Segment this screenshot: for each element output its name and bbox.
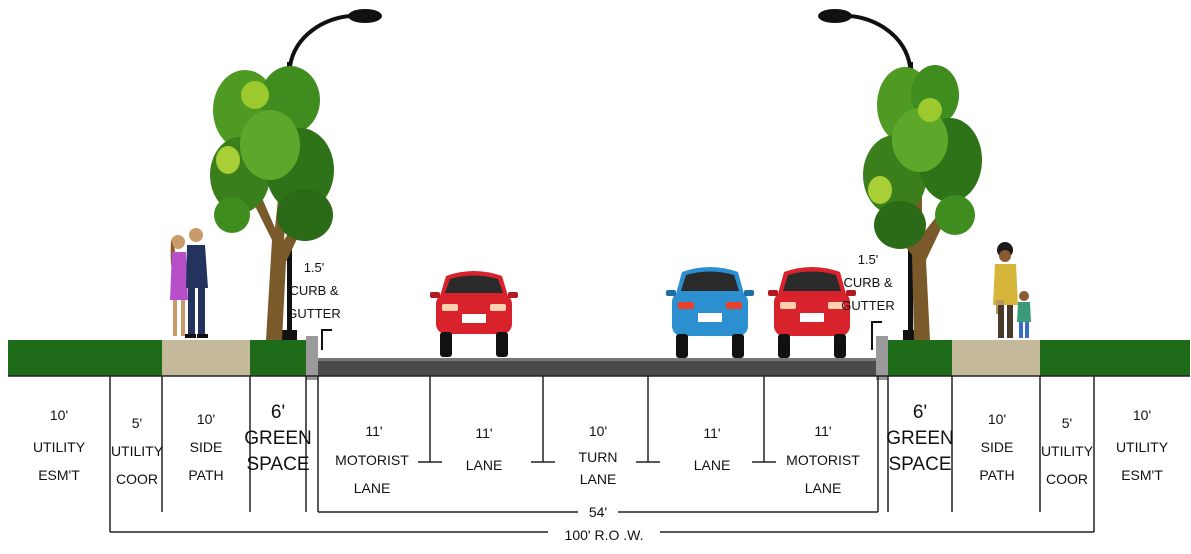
right-utility-coor-label: 5' UTILITY COOR	[1041, 415, 1094, 487]
right-side-path-surface	[952, 340, 1040, 376]
svg-text:CURB &: CURB &	[843, 275, 892, 290]
svg-text:6': 6'	[271, 402, 285, 423]
right-motorist-lane-label: 11' MOTORIST LANE	[786, 423, 860, 496]
svg-text:11': 11'	[475, 425, 492, 441]
right-green-space-label: 6' GREEN SPACE	[886, 402, 954, 475]
left-utility-coor-label: 5' UTILITY COOR	[111, 415, 164, 487]
road-surface	[318, 360, 878, 376]
left-lane-label: 11' LANE	[466, 425, 503, 473]
svg-text:LANE: LANE	[805, 480, 842, 496]
svg-text:11': 11'	[703, 425, 720, 441]
svg-text:10': 10'	[589, 423, 607, 439]
tree-icon	[210, 66, 334, 340]
svg-text:UTILITY: UTILITY	[1116, 439, 1169, 455]
left-side-path-label: 10' SIDE PATH	[188, 411, 223, 483]
red-car-icon	[768, 267, 856, 358]
svg-text:10': 10'	[988, 411, 1006, 427]
svg-text:UTILITY: UTILITY	[1041, 443, 1094, 459]
svg-text:UTILITY: UTILITY	[111, 443, 164, 459]
pavement-width-label: 54'	[589, 504, 607, 520]
svg-text:SIDE: SIDE	[190, 439, 223, 455]
row-width-label: 100' R.O .W.	[565, 527, 644, 543]
svg-text:5': 5'	[1062, 415, 1072, 431]
svg-text:SPACE: SPACE	[246, 454, 309, 475]
svg-text:6': 6'	[913, 402, 927, 423]
svg-text:PATH: PATH	[979, 467, 1014, 483]
svg-text:MOTORIST: MOTORIST	[335, 452, 409, 468]
right-green-space-grass	[888, 340, 952, 376]
left-curb-label: 1.5' CURB & GUTTER	[287, 260, 340, 321]
couple-walking-icon	[170, 228, 208, 338]
road-edge	[318, 358, 878, 361]
svg-text:11': 11'	[814, 423, 831, 439]
svg-text:COOR: COOR	[116, 471, 158, 487]
svg-text:UTILITY: UTILITY	[33, 439, 86, 455]
curb-callouts	[321, 321, 882, 350]
parent-child-icon	[993, 242, 1031, 338]
svg-text:LANE: LANE	[354, 480, 391, 496]
svg-text:LANE: LANE	[580, 471, 617, 487]
ground	[8, 336, 1190, 380]
svg-text:10': 10'	[1133, 407, 1151, 423]
svg-text:1.5': 1.5'	[858, 252, 879, 267]
svg-text:ESM'T: ESM'T	[1121, 467, 1163, 483]
svg-text:TURN: TURN	[579, 449, 618, 465]
svg-text:10': 10'	[197, 411, 215, 427]
right-side-path-label: 10' SIDE PATH	[979, 411, 1014, 483]
left-utility-esmt-label: 10' UTILITY ESM'T	[33, 407, 86, 483]
svg-text:10': 10'	[50, 407, 68, 423]
left-side-path-surface	[162, 340, 250, 376]
left-green-space-grass	[250, 340, 308, 376]
svg-text:11': 11'	[365, 423, 382, 439]
svg-text:GREEN: GREEN	[244, 428, 312, 449]
svg-text:SIDE: SIDE	[981, 439, 1014, 455]
tree-icon	[863, 65, 982, 340]
right-curb-label: 1.5' CURB & GUTTER	[841, 252, 894, 313]
svg-text:CURB &: CURB &	[289, 283, 338, 298]
left-curb-block	[306, 336, 318, 380]
svg-text:GUTTER: GUTTER	[287, 306, 340, 321]
svg-text:LANE: LANE	[466, 457, 503, 473]
blue-car-icon	[666, 267, 754, 358]
turn-lane-label: 10' TURN LANE	[579, 423, 618, 487]
svg-text:SPACE: SPACE	[888, 454, 951, 475]
svg-text:ESM'T: ESM'T	[38, 467, 80, 483]
left-utility-grass	[8, 340, 162, 376]
left-green-space-label: 6' GREEN SPACE	[244, 402, 312, 475]
right-curb-block	[876, 336, 888, 380]
svg-text:LANE: LANE	[694, 457, 731, 473]
svg-text:MOTORIST: MOTORIST	[786, 452, 860, 468]
svg-text:COOR: COOR	[1046, 471, 1088, 487]
right-utility-grass	[1040, 340, 1190, 376]
svg-text:GUTTER: GUTTER	[841, 298, 894, 313]
left-motorist-lane-label: 11' MOTORIST LANE	[335, 423, 409, 496]
svg-text:5': 5'	[132, 415, 142, 431]
right-lane-label: 11' LANE	[694, 425, 731, 473]
red-car-icon	[430, 271, 518, 357]
right-utility-esmt-label: 10' UTILITY ESM'T	[1116, 407, 1169, 483]
svg-text:1.5': 1.5'	[304, 260, 325, 275]
svg-text:PATH: PATH	[188, 467, 223, 483]
svg-text:GREEN: GREEN	[886, 428, 954, 449]
